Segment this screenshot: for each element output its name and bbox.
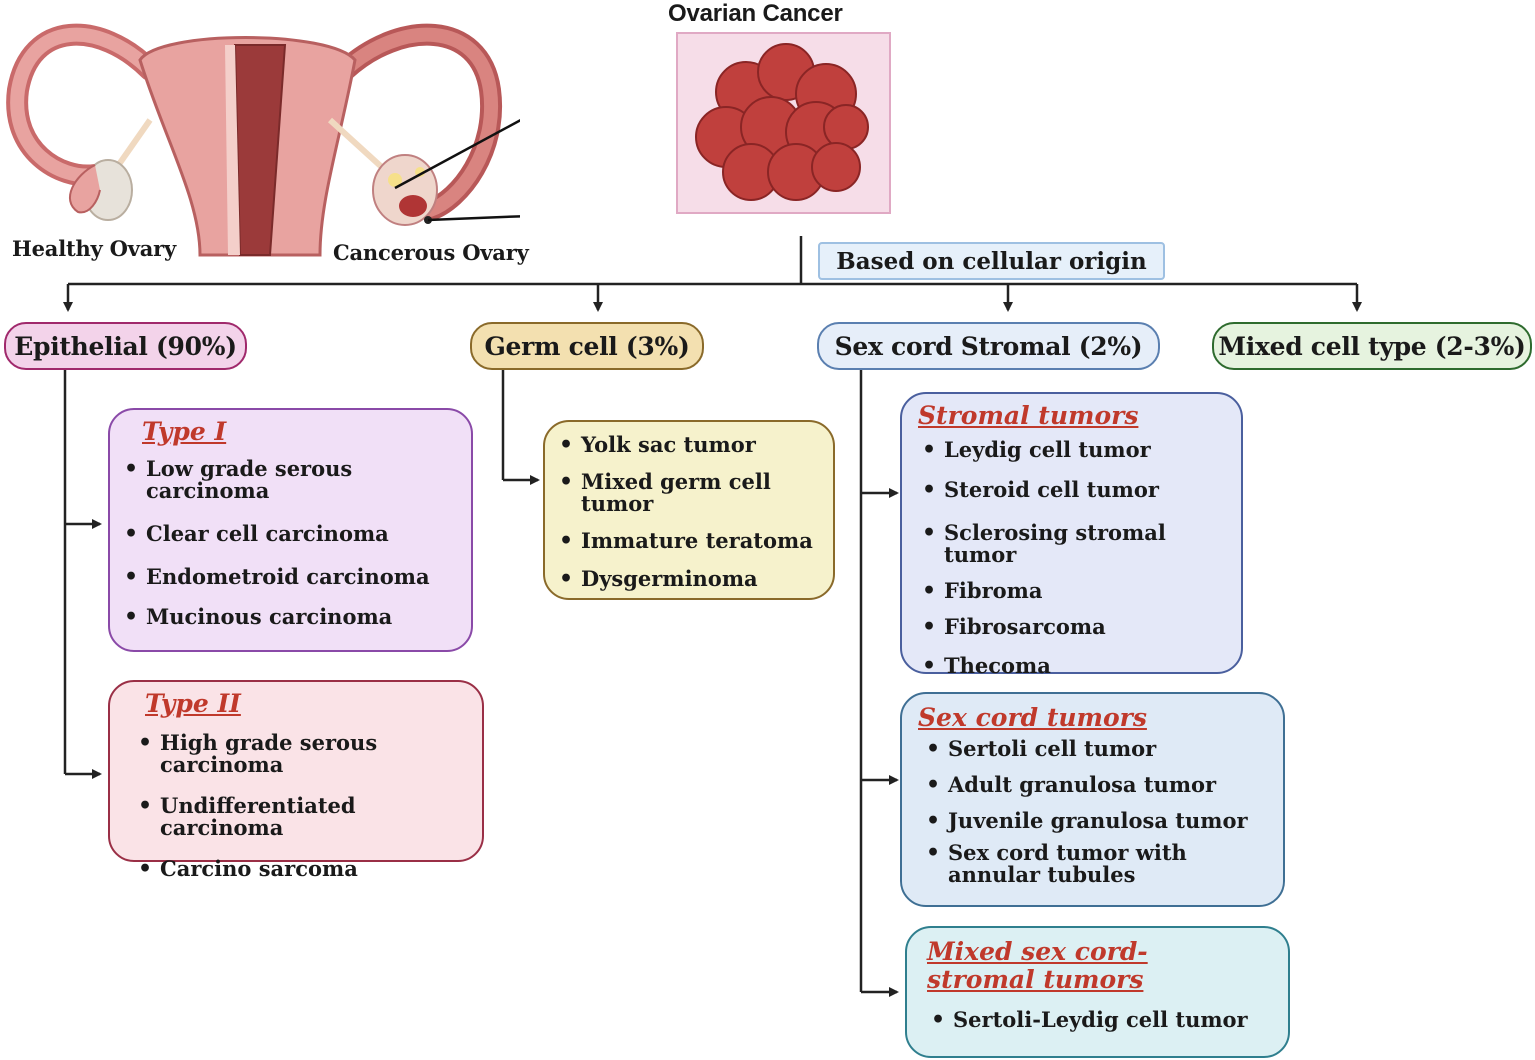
sexcord-title: Sex cord tumors xyxy=(918,703,1147,732)
tumor-zoom-panel xyxy=(676,32,891,214)
type2-title: Type II xyxy=(145,689,241,718)
category-mixed-cell-type: Mixed cell type (2-3%) xyxy=(1212,322,1532,370)
list-item: Undifferentiated carcinoma xyxy=(134,794,482,839)
list-item: Yolk sac tumor xyxy=(555,433,833,457)
list-item: Thecoma xyxy=(918,654,1241,678)
ovarian-cancer-title: Ovarian Cancer xyxy=(668,0,843,27)
list-item: Leydig cell tumor xyxy=(918,438,1241,462)
list-item: High grade serous carcinoma xyxy=(134,731,482,776)
sex-cord-tumors-box: Sex cord tumors Sertoli cell tumor Adult… xyxy=(900,692,1285,907)
list-item: Carcino sarcoma xyxy=(134,857,482,881)
type1-box: Type I Low grade serous carcinoma Clear … xyxy=(108,408,473,652)
list-item: Fibroma xyxy=(918,579,1241,603)
category-sex-cord-stromal: Sex cord Stromal (2%) xyxy=(817,322,1160,370)
type2-box: Type II High grade serous carcinoma Undi… xyxy=(108,680,484,881)
list-item: Low grade serous carcinoma xyxy=(120,457,471,502)
list-item: Mucinous carcinoma xyxy=(120,605,471,629)
list-item: Steroid cell tumor xyxy=(918,478,1241,502)
mixedsc-title: Mixed sex cord- stromal tumors xyxy=(927,937,1148,994)
classification-label: Based on cellular origin xyxy=(818,242,1165,280)
mixed-sex-cord-stromal-box: Mixed sex cord- stromal tumors Sertoli-L… xyxy=(905,926,1290,1058)
list-item: Juvenile granulosa tumor xyxy=(922,809,1283,833)
type1-title: Type I xyxy=(142,417,227,446)
list-item: Sertoli cell tumor xyxy=(922,737,1283,761)
list-item: Clear cell carcinoma xyxy=(120,522,471,546)
list-item: Dysgerminoma xyxy=(555,568,833,592)
list-item: Fibrosarcoma xyxy=(918,615,1241,639)
list-item: Adult granulosa tumor xyxy=(922,773,1283,797)
cancerous-ovary-label: Cancerous Ovary xyxy=(333,240,529,265)
category-germ-cell: Germ cell (3%) xyxy=(470,322,704,370)
list-item: Immature teratoma xyxy=(555,530,833,554)
list-item: Sex cord tumor with annular tubules xyxy=(922,841,1188,886)
uterus-illustration xyxy=(6,23,520,257)
healthy-ovary-label: Healthy Ovary xyxy=(12,236,177,261)
list-item: Sertoli-Leydig cell tumor xyxy=(927,1008,1288,1032)
list-item: Mixed germ cell tumor xyxy=(555,470,833,515)
stromal-tumors-box: Stromal tumors Leydig cell tumor Steroid… xyxy=(900,392,1243,678)
germ-cell-box: Yolk sac tumor Mixed germ cell tumor Imm… xyxy=(543,420,835,600)
list-item: Endometroid carcinoma xyxy=(120,565,471,589)
category-epithelial: Epithelial (90%) xyxy=(4,322,247,370)
list-item: Sclerosing stromal tumor xyxy=(918,521,1241,566)
stromal-title: Stromal tumors xyxy=(918,401,1139,430)
